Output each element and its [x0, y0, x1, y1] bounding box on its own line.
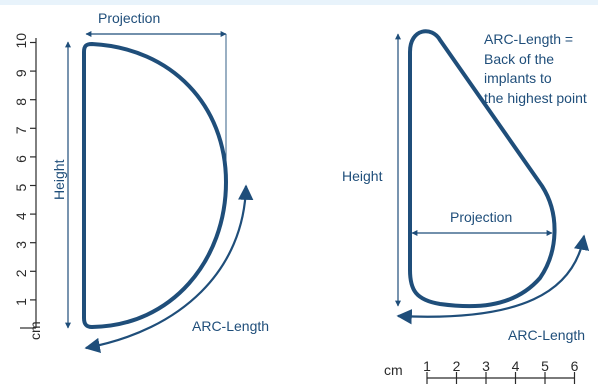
top-band	[0, 0, 598, 5]
right-arc-note-line-4: the highest point	[484, 90, 587, 106]
left-scale-tick-label: 3	[13, 241, 29, 249]
right-scale-tick-label: 2	[453, 358, 461, 374]
right-arc-note-line-1: ARC-Length =	[484, 31, 573, 47]
right-scale-tick-label: 1	[423, 358, 431, 374]
right-figure: ARC-Length = Back of the implants to the…	[342, 29, 590, 384]
right-scale-tick-label: 4	[512, 358, 520, 374]
left-height-label: Height	[51, 159, 67, 200]
left-scale-tick-label: 6	[13, 155, 29, 163]
left-scale-tick-label: 1	[13, 298, 29, 306]
right-horizontal-scale: 1 2 3 4 5 6 cm	[384, 358, 579, 384]
left-vertical-scale: 1 2 3 4 5 6 7 8 9 10 cm	[13, 33, 43, 340]
left-scale-tick-label: 8	[13, 98, 29, 106]
left-arc-arrow	[84, 184, 254, 354]
right-arc-note-line-2: Back of the	[484, 51, 554, 67]
left-scale-tick-label: 9	[13, 69, 29, 77]
right-arc-label: ARC-Length	[508, 327, 585, 343]
right-projection-label: Projection	[450, 209, 512, 225]
right-scale-tick-label: 5	[541, 358, 549, 374]
right-height-label: Height	[342, 168, 383, 184]
left-figure: 1 2 3 4 5 6 7 8 9 10 cm Height Projection ARC-Len…	[13, 10, 269, 354]
right-scale-tick-label: 6	[571, 358, 579, 374]
left-scale-tick-label: 7	[13, 126, 29, 134]
right-arc-note: ARC-Length = Back of the implants to the…	[484, 31, 587, 106]
left-projection-label: Projection	[98, 10, 160, 26]
left-scale-tick-label: 5	[13, 184, 29, 192]
left-arc-label: ARC-Length	[192, 318, 269, 334]
left-scale-unit: cm	[27, 321, 43, 340]
left-implant-outline	[82, 42, 228, 329]
left-scale-tick-label: 4	[13, 212, 29, 220]
right-scale-unit: cm	[384, 362, 403, 378]
left-scale-tick-label: 2	[13, 269, 29, 277]
left-scale-tick-label: 10	[13, 33, 29, 49]
right-arc-note-line-3: implants to	[484, 70, 552, 86]
right-scale-tick-label: 3	[482, 358, 490, 374]
right-arc-arrow	[396, 234, 590, 325]
